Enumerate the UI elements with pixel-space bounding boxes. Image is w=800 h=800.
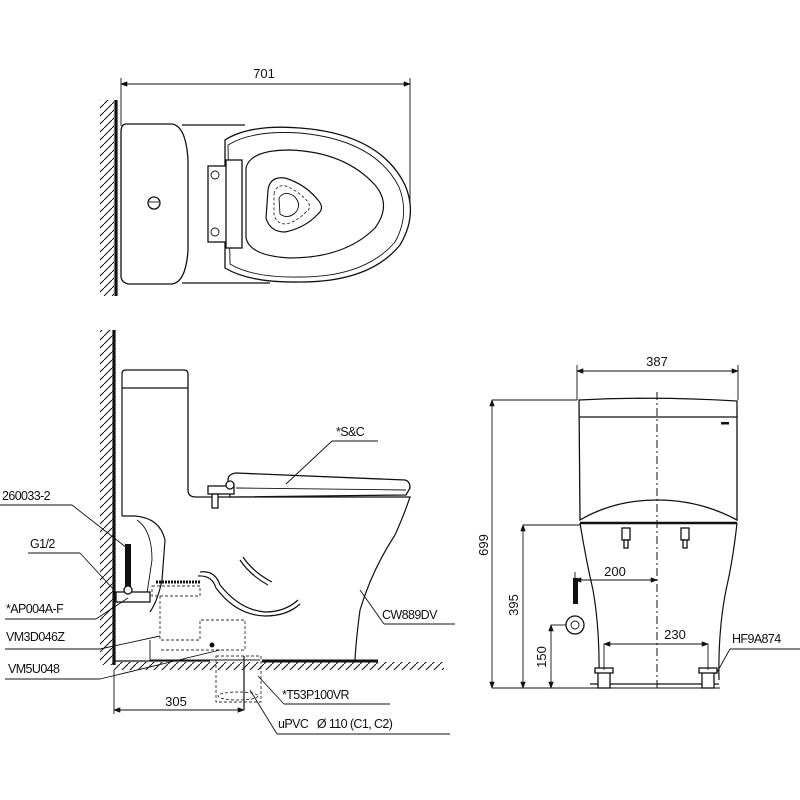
- hinge-bolt: [623, 539, 629, 549]
- flush-valve-top: [151, 585, 201, 597]
- hinge-bolt: [210, 227, 220, 237]
- tank-logo-mark: [721, 422, 729, 425]
- wall-hatch: [100, 100, 114, 296]
- callout-260033-2: 260033-2: [2, 489, 51, 503]
- trapway-curve: [199, 571, 299, 613]
- dim-230: 230: [664, 627, 686, 642]
- leader: [359, 589, 385, 625]
- dim-701: 701: [253, 66, 275, 81]
- hinge-bolt: [621, 527, 631, 541]
- trapway-curve: [242, 556, 273, 583]
- floor-hatch: [114, 662, 444, 670]
- supply-valve-inner: [570, 620, 580, 630]
- flush-button: [147, 196, 161, 210]
- callout-upvc-pipe: uPVC Ø 110 (C1, C2): [278, 717, 393, 731]
- valve-knob: [123, 585, 133, 595]
- leader: [249, 689, 278, 735]
- seat-edge: [227, 132, 405, 278]
- hinge-bolt: [210, 170, 220, 180]
- callout-vm5u048: VM5U048: [8, 662, 60, 676]
- hinge-bolt: [211, 493, 219, 509]
- bowl-drain-outer: [265, 177, 323, 233]
- leader: [99, 635, 161, 650]
- leader: [285, 440, 333, 485]
- bowl-front: [230, 496, 411, 661]
- hinge-bolt: [682, 539, 688, 549]
- callout-g1-2: G1/2: [30, 537, 55, 551]
- supply-hose: [573, 578, 578, 604]
- base-line: [149, 640, 260, 661]
- seat-outer: [224, 126, 412, 283]
- tank-side: [121, 369, 230, 498]
- callout-s-and-c: *S&C: [336, 425, 365, 439]
- side-view: 305 260033-2 G1/2 *AP004A-F VM3D046Z VM5…: [0, 330, 455, 735]
- fitting-dot: [209, 642, 215, 648]
- body-outline: [182, 124, 270, 284]
- top-view: 701: [100, 66, 412, 296]
- callout-cw889dv: CW889DV: [382, 608, 438, 622]
- hinge-bolt: [680, 527, 690, 541]
- dim-395: 395: [506, 594, 521, 616]
- dim-150: 150: [534, 646, 549, 668]
- dim-305: 305: [165, 694, 187, 709]
- leader: [71, 504, 128, 549]
- body-inner-curve: [136, 519, 153, 601]
- leader: [95, 597, 129, 620]
- body-right: [718, 522, 738, 681]
- front-view: 387 699 395: [476, 354, 800, 690]
- trapway-curve: [197, 575, 301, 617]
- drain-pipe-end: [217, 691, 259, 701]
- bowl-drain-hole: [278, 193, 299, 217]
- angle-valve: [115, 591, 151, 603]
- seat-hinge: [207, 485, 235, 495]
- supply-valve: [565, 615, 585, 635]
- callout-hf9a874: HF9A874: [732, 632, 781, 646]
- callout-ap004a-f: *AP004A-F: [6, 602, 64, 616]
- dim-200: 200: [604, 564, 626, 579]
- body-left: [579, 522, 600, 681]
- leader: [715, 648, 731, 675]
- body-back-curve: [122, 515, 166, 613]
- seat-cover-side: [227, 472, 411, 498]
- bowl-drain-inner: [273, 185, 311, 225]
- seat-hinge-pivot: [225, 480, 235, 490]
- trapway-curve: [239, 559, 269, 586]
- callout-vm3d046z: VM3D046Z: [6, 630, 65, 644]
- dim-387: 387: [646, 354, 668, 369]
- callout-t53p100vr: *T53P100VR: [282, 688, 350, 702]
- wall-hatch: [100, 330, 114, 665]
- supply-hose: [125, 544, 131, 588]
- tank-front: [578, 397, 738, 522]
- dim-699: 699: [476, 534, 491, 556]
- leader: [257, 675, 285, 705]
- leader: [99, 649, 221, 680]
- hinge-bar: [225, 159, 243, 249]
- seat-line: [235, 487, 407, 491]
- seat-opening: [245, 149, 385, 259]
- leader: [79, 552, 115, 591]
